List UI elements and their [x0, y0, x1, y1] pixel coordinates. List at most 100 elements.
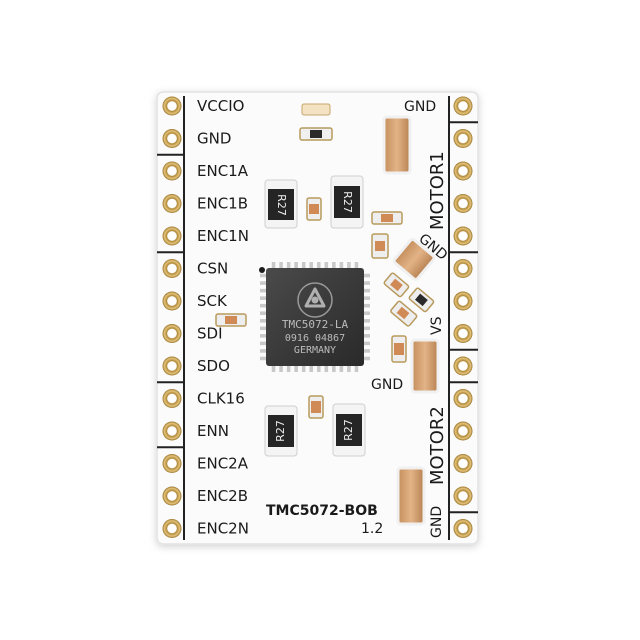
small-resistor-top-body [310, 130, 322, 138]
left-pin-pad [162, 356, 182, 376]
right-pin-separators [449, 121, 478, 514]
left-pin-label: CLK16 [197, 390, 245, 408]
chip-pin [286, 262, 291, 268]
chip-pin [271, 366, 276, 372]
capacitor-vs [410, 338, 440, 394]
left-pin-pad [162, 96, 182, 116]
right-pin-pad [453, 291, 473, 311]
capacitor-diagonal [392, 238, 436, 281]
board-name: TMC5072-BOB [266, 503, 378, 519]
chip-pin [260, 273, 266, 278]
chip-pin [260, 334, 266, 338]
chip-pin [260, 288, 266, 293]
chip-marking-line2: 0916 04867 [285, 333, 345, 344]
chip-pin [294, 262, 298, 268]
left-pin-pad [162, 259, 182, 278]
chip-pin [260, 349, 266, 353]
left-pin-label: CSN [197, 260, 228, 278]
resistor-label-4: R27 [342, 419, 355, 441]
capacitor-bottom-right [396, 466, 426, 526]
resistor-r27-lower-left: R27 [264, 405, 298, 457]
chip-pin [339, 262, 344, 268]
left-pin-pad [162, 291, 182, 311]
chip-pin [294, 366, 298, 372]
left-pin-label: SDO [197, 357, 230, 375]
chip-pin [324, 262, 329, 268]
label-gnd-bottom: GND [429, 506, 445, 538]
right-pin-pad [453, 259, 473, 278]
chip-pin [286, 366, 291, 372]
left-pin-labels: VCCIOGNDENC1AENC1BENC1NCSNSCKSDISDOCLK16… [197, 97, 249, 538]
chip-pin [364, 334, 370, 338]
right-pin-pad [453, 161, 473, 181]
chip-pin [260, 281, 266, 285]
label-motor2: MOTOR2 [427, 406, 448, 485]
right-pin-pad [453, 226, 473, 246]
left-pin-pad [162, 129, 182, 148]
resistor-r27-upper-left: R27 [264, 179, 298, 229]
chip-pin [309, 366, 314, 372]
left-pin-pad [162, 226, 182, 246]
chip-pin1-dot [259, 267, 265, 273]
label-motor1: MOTOR1 [427, 151, 448, 230]
trinamic-logo-icon [297, 282, 333, 318]
left-pin-label: ENC1A [197, 162, 249, 180]
chip-pin [260, 303, 266, 308]
left-pin-label: VCCIO [197, 97, 244, 115]
chip-pin [364, 326, 370, 331]
chip-pin [364, 356, 370, 361]
left-pin-label: ENC2B [197, 487, 248, 505]
led-component [301, 103, 331, 116]
right-pin-pad [453, 194, 473, 213]
chip-pin [364, 318, 370, 323]
resistor-label-2: R27 [341, 191, 354, 213]
chip-pin [260, 356, 266, 361]
chip-pins [260, 262, 370, 372]
right-pin-pad [453, 356, 473, 376]
right-pin-pad [453, 129, 473, 148]
left-pin-pad [162, 389, 182, 408]
chip-pin [279, 262, 283, 268]
chip-pin [364, 273, 370, 278]
chip-pin [364, 311, 370, 316]
right-pin-pad [453, 454, 473, 473]
chip-pin [301, 262, 306, 268]
right-pin-pad [453, 324, 473, 343]
right-pin-pad [453, 486, 473, 506]
chip-pin [364, 296, 370, 300]
chip-pin [260, 318, 266, 323]
left-pin-pad [162, 324, 182, 343]
chip-pin [364, 349, 370, 353]
chip-pin [332, 262, 336, 268]
resistor-r27-upper-right: R27 [330, 175, 364, 229]
label-gnd-top: GND [404, 99, 436, 115]
board-version: 1.2 [361, 521, 383, 537]
chip-pin [260, 311, 266, 316]
left-pin-label: SDI [197, 325, 223, 343]
left-pin-label: ENC1B [197, 195, 248, 213]
chip-pin [271, 262, 276, 268]
chip-pin [332, 366, 336, 372]
chip-pin [260, 296, 266, 300]
chip-pin [354, 366, 359, 372]
chip-pin [301, 366, 306, 372]
chip-pin [260, 341, 266, 346]
right-pin-pad [453, 389, 473, 408]
chip-pin [316, 262, 321, 268]
chip-pin [316, 366, 321, 372]
chip-marking-line3: GERMANY [294, 345, 336, 356]
left-pin-label: SCK [197, 292, 228, 310]
chip-pin [354, 262, 359, 268]
left-pin-pad [162, 486, 182, 506]
left-pin-label: ENC2N [197, 520, 249, 538]
left-pin-label: GND [197, 130, 231, 148]
label-vs: VS [429, 316, 445, 335]
left-pin-separators [157, 153, 184, 449]
chip-pin [279, 366, 283, 372]
chip-marking-line1: TMC5072-LA [282, 318, 349, 331]
left-pin-pad [162, 161, 182, 181]
capacitor-top-right [382, 115, 412, 175]
chip-pin [364, 288, 370, 293]
chip-pin [364, 303, 370, 308]
right-pin-header [453, 96, 473, 538]
